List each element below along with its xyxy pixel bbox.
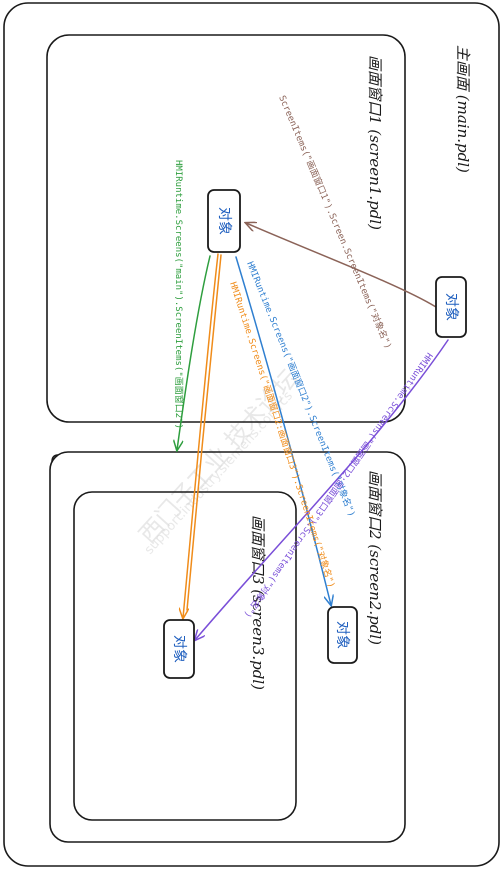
main-object-label: 对象 (443, 293, 459, 321)
orange-arrow-sketch (186, 254, 222, 611)
green-arrow (177, 255, 211, 450)
main-object: 对象 (435, 276, 467, 338)
screen1-object-label: 对象 (216, 207, 232, 235)
screen2-window-frame (49, 451, 406, 843)
screen1-object: 对象 (207, 189, 241, 253)
main-screen-frame (3, 2, 500, 867)
screen2-object: 对象 (327, 606, 358, 664)
main-screen-title: 主画面 (main.pdl) (454, 45, 472, 173)
screen2-object-label: 对象 (334, 621, 350, 649)
screen1-window-title: 画面窗口1 (screen1.pdl) (366, 55, 384, 230)
screen2-window-frame-sketch (51, 454, 59, 463)
watermark-line1: 西门子工业 技术论坛 (134, 364, 304, 549)
screen3-window-title: 画面窗口3 (screen3.pdl) (249, 515, 267, 690)
screen1-window-frame (46, 34, 406, 423)
screen3-object: 对象 (163, 619, 195, 679)
green-path-label: HMIRuntime.Screens("main").ScreenItems("… (173, 160, 185, 429)
blue-arrow (235, 256, 331, 605)
screen2-window-title: 画面窗口2 (screen2.pdl) (366, 470, 384, 645)
orange-arrow (183, 253, 219, 618)
screen3-object-label: 对象 (171, 635, 187, 663)
watermark: 西门子工业 技术论坛 support.industry.siemens.com/… (134, 364, 304, 558)
screen3-window-frame (73, 491, 297, 821)
brown-arrow (246, 223, 437, 308)
purple-arrow (195, 339, 449, 640)
